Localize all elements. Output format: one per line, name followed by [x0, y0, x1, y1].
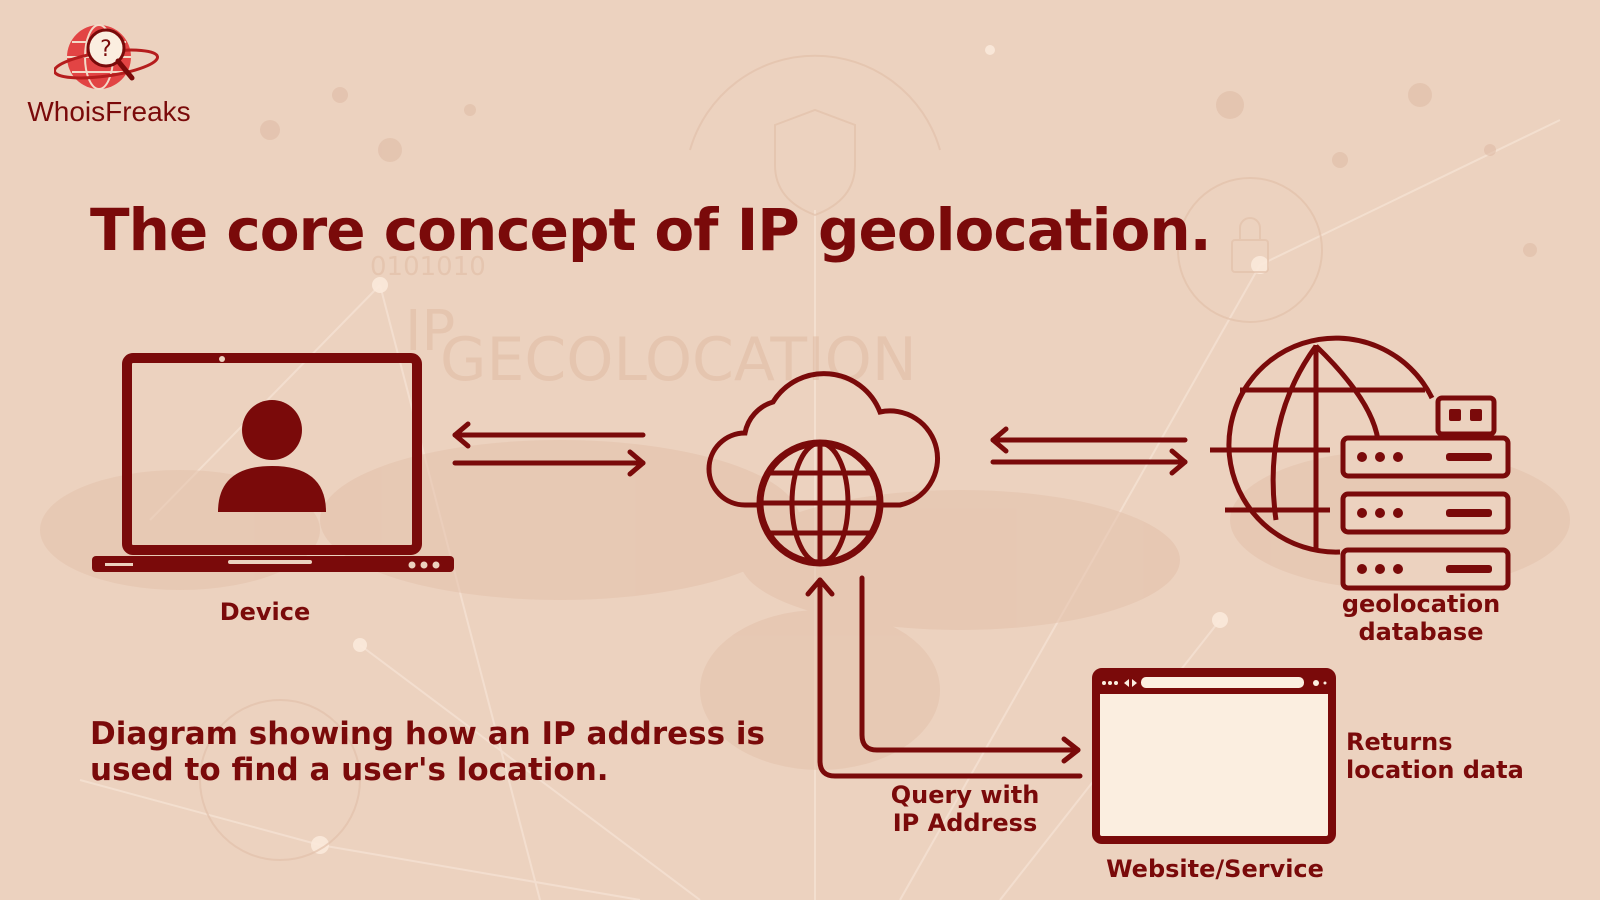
query-label-line2: IP Address — [892, 809, 1038, 837]
globe-server-icon — [1210, 335, 1511, 591]
watermark-geolocation: GECOLOCATION — [440, 325, 917, 395]
query-label-line1: Query with — [890, 781, 1040, 809]
returns-label: Returns location data — [1346, 728, 1524, 784]
device-label: Device — [219, 598, 311, 626]
watermark-binary: 0101010 — [370, 252, 486, 282]
globe-magnifier-icon: ? — [54, 24, 160, 90]
cloud-globe-icon — [706, 371, 941, 567]
database-label-line1: geolocation — [1341, 590, 1501, 618]
returns-label-line2: location data — [1346, 756, 1524, 784]
diagram-caption: Diagram showing how an IP address is use… — [90, 716, 765, 788]
query-return-arrows — [805, 575, 1083, 779]
returns-label-line1: Returns — [1346, 728, 1453, 756]
browser-window-icon — [1092, 668, 1336, 844]
brand-logo[interactable]: ? WhoisFreaks — [24, 22, 194, 132]
svg-text:?: ? — [100, 37, 112, 62]
database-label-line2: database — [1358, 618, 1484, 646]
brand-name: WhoisFreaks — [27, 96, 191, 127]
page-title: The core concept of IP geolocation. — [90, 196, 1212, 264]
cloud-database-arrows — [990, 426, 1188, 476]
watermark-ip: IP — [405, 299, 455, 364]
device-cloud-arrows — [452, 421, 646, 477]
website-label: Website/Service — [1106, 855, 1324, 883]
database-label: geolocation database — [1326, 590, 1516, 646]
query-label: Query with IP Address — [880, 781, 1050, 837]
laptop-user-icon — [92, 353, 454, 572]
